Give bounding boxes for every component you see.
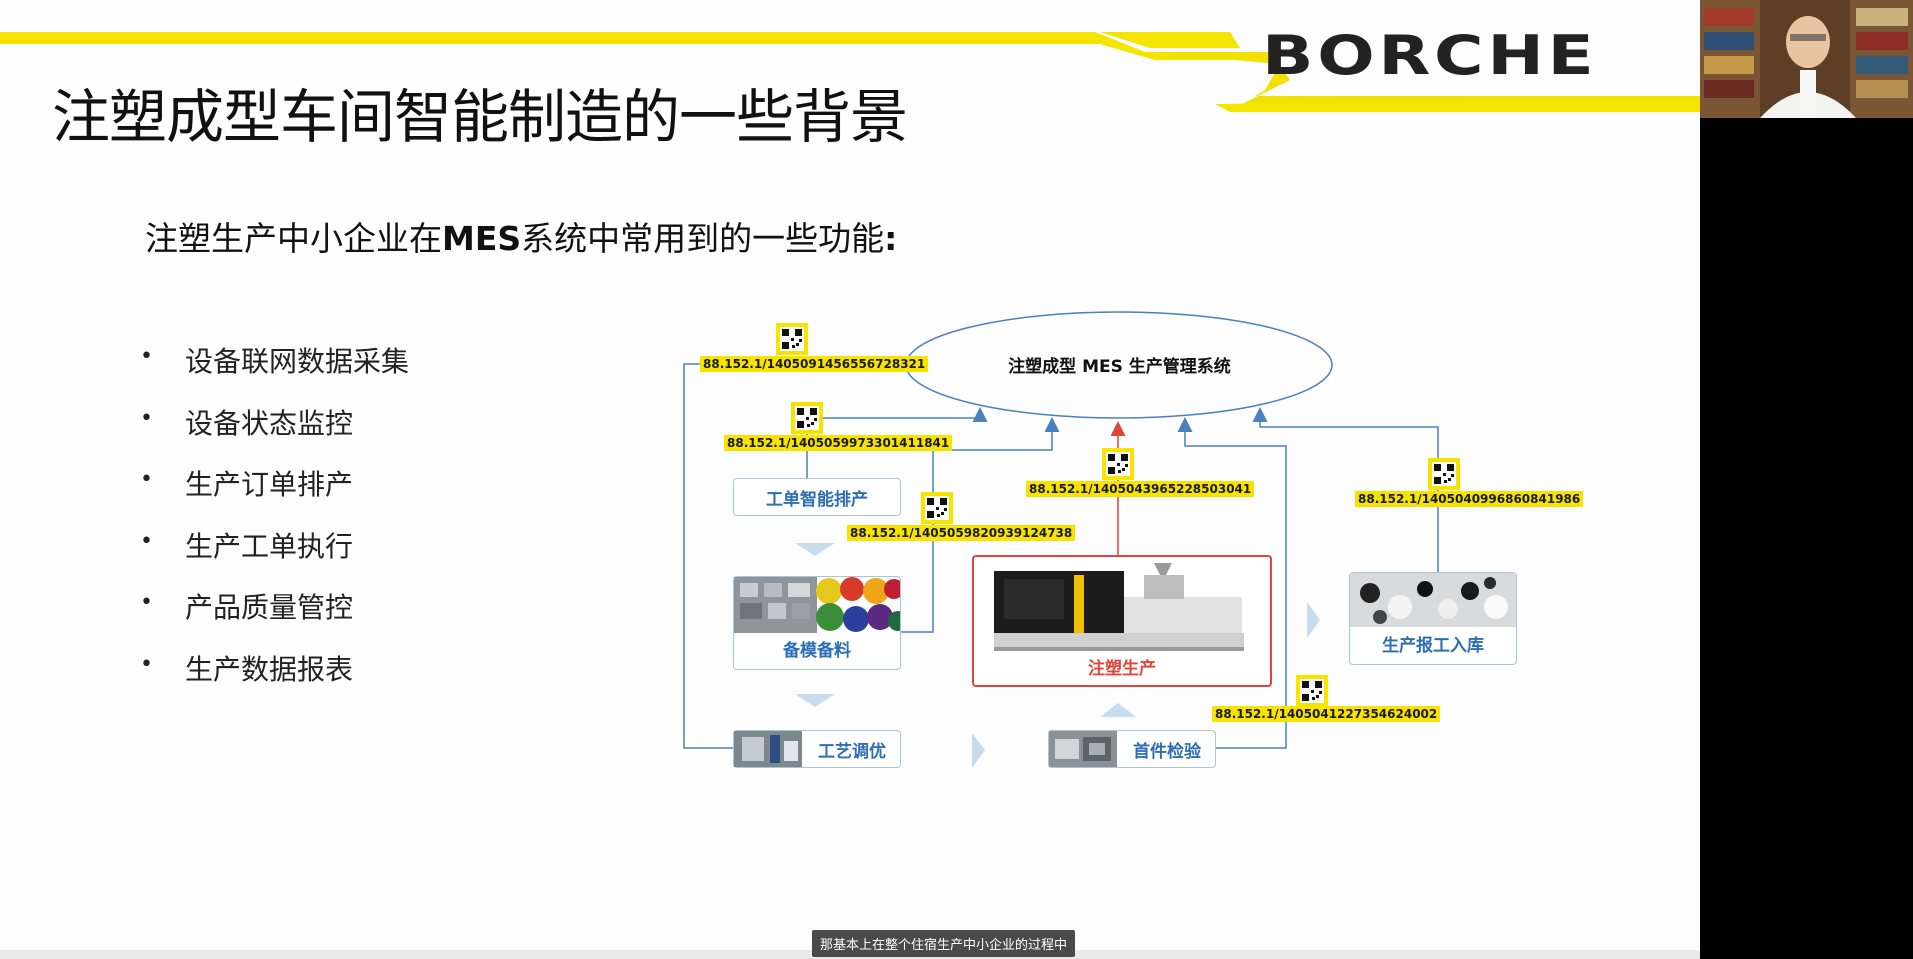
chevron-right-icon bbox=[972, 733, 985, 768]
list-item: •产品质量管控 bbox=[140, 590, 354, 624]
mes-system-label: 注塑成型 MES 生产管理系统 bbox=[1008, 357, 1231, 377]
qr-code-icon bbox=[1102, 448, 1134, 480]
presentation-slide: BORCHE 注塑成型车间智能制造的一些背景 注塑生产中小企业在MES系统中常用… bbox=[0, 0, 1700, 959]
qr-code-icon bbox=[1428, 458, 1460, 490]
chevron-down-icon bbox=[795, 694, 835, 707]
chevron-right-icon bbox=[1307, 602, 1320, 638]
chevron-down-icon bbox=[795, 543, 835, 556]
identifier-code: 88.152.1/1405059820939124738 bbox=[847, 525, 1076, 541]
node-scheduling: 工单智能排产 bbox=[733, 478, 901, 516]
mold-material-photo bbox=[734, 577, 900, 633]
node-molding: 注塑生产 bbox=[972, 555, 1272, 687]
identifier-code: 88.152.1/1405041227354624002 bbox=[1212, 706, 1441, 722]
identifier-code: 88.152.1/1405059973301411841 bbox=[724, 435, 953, 451]
brand-logo: BORCHE bbox=[1262, 24, 1598, 87]
header-band bbox=[0, 32, 1700, 112]
inspection-photo bbox=[1049, 731, 1117, 767]
identifier-code: 88.152.1/1405040996860841986 bbox=[1355, 491, 1584, 507]
identifier-code: 88.152.1/1405091456556728321 bbox=[700, 356, 929, 372]
list-item: •生产订单排产 bbox=[140, 467, 354, 501]
slide-subtitle: 注塑生产中小企业在MES系统中常用到的一些功能: bbox=[145, 219, 898, 258]
qr-code-icon bbox=[776, 323, 808, 355]
list-item: •设备联网数据采集 bbox=[140, 344, 410, 378]
qr-code-icon bbox=[921, 492, 953, 524]
node-process-tuning: 工艺调优 bbox=[733, 730, 901, 768]
list-item: •生产数据报表 bbox=[140, 651, 354, 686]
injection-machine-photo bbox=[994, 561, 1254, 657]
webcam-feed bbox=[1700, 0, 1913, 118]
list-item: •设备状态监控 bbox=[140, 405, 354, 440]
side-panel bbox=[1700, 0, 1913, 959]
slide-title: 注塑成型车间智能制造的一些背景 bbox=[52, 83, 908, 151]
chevron-up-icon bbox=[1100, 703, 1136, 717]
feature-list: •设备联网数据采集 •设备状态监控 •生产订单排产 •生产工单执行 •产品质量管… bbox=[140, 340, 409, 709]
qr-code-icon bbox=[1296, 675, 1328, 707]
qr-code-icon bbox=[791, 402, 823, 434]
products-photo bbox=[1350, 573, 1516, 627]
node-warehouse: 生产报工入库 bbox=[1349, 572, 1517, 665]
node-mold-material: 备模备料 bbox=[733, 576, 901, 670]
identifier-code: 88.152.1/1405043965228503041 bbox=[1026, 481, 1255, 497]
list-item: •生产工单执行 bbox=[140, 528, 354, 563]
video-caption: 那基本上在整个住宿生产中小企业的过程中 bbox=[812, 930, 1076, 957]
node-first-inspection: 首件检验 bbox=[1048, 730, 1216, 768]
process-tuning-photo bbox=[734, 731, 802, 767]
